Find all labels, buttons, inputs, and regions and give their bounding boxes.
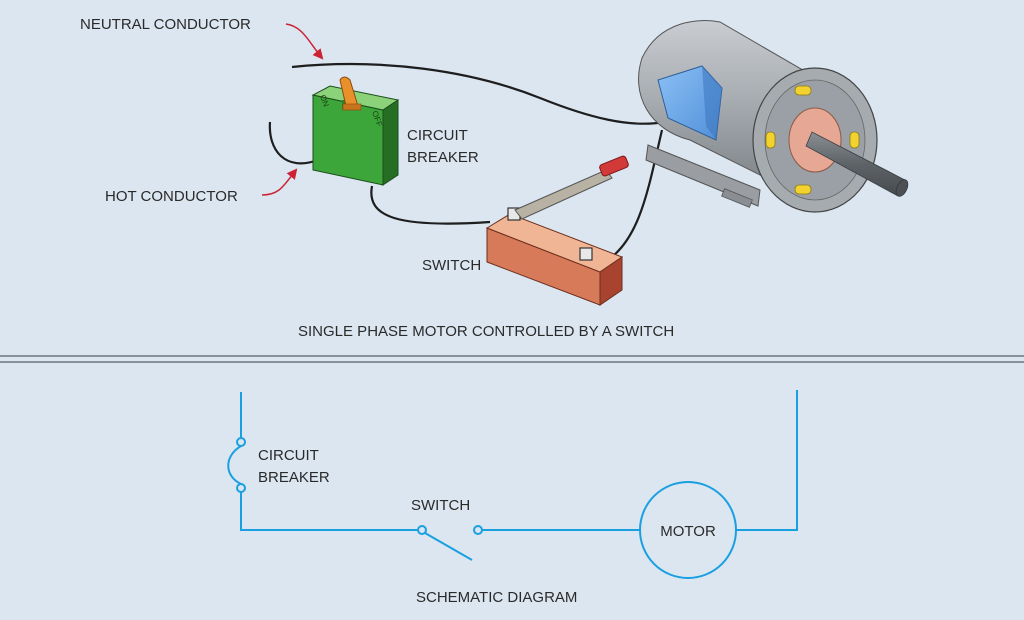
switch-blade-line — [424, 532, 473, 561]
schematic-caption: SCHEMATIC DIAGRAM — [416, 589, 577, 606]
breaker-toggle-lever — [339, 76, 359, 107]
switch-blade — [514, 169, 613, 220]
hot-label-arrow — [261, 168, 298, 196]
switch-contact-right — [473, 525, 483, 535]
motor-illustration — [638, 20, 909, 213]
switch-illustration — [485, 155, 629, 306]
switch-contact-left — [417, 525, 427, 535]
breaker-contact-bottom — [236, 483, 246, 493]
top-caption: SINGLE PHASE MOTOR CONTROLLED BY A SWITC… — [298, 323, 674, 340]
breaker-label-line2: BREAKER — [407, 149, 479, 166]
switch-label: SWITCH — [422, 257, 481, 274]
breaker-label-line1: CIRCUIT — [407, 127, 468, 144]
neutral-wire — [291, 63, 666, 125]
circuit-breaker-illustration: ON OFF — [311, 76, 400, 186]
breaker-contact-top — [236, 437, 246, 447]
neutral-conductor-label: NEUTRAL CONDUCTOR — [80, 16, 251, 33]
switch-handle — [599, 155, 629, 177]
breaker-arc — [227, 445, 242, 485]
schematic-diagram — [227, 390, 798, 579]
schematic-switch-label: SWITCH — [411, 497, 470, 514]
schematic-breaker-label-line2: BREAKER — [258, 469, 330, 486]
schematic-right-lead — [736, 390, 798, 531]
breaker-to-switch-wire — [370, 185, 491, 225]
breaker-on-mark: ON — [318, 94, 331, 109]
hot-wire — [268, 121, 319, 165]
schematic-breaker-label-line1: CIRCUIT — [258, 447, 319, 464]
motor-label: MOTOR — [660, 523, 716, 540]
hot-conductor-label: HOT CONDUCTOR — [105, 188, 238, 205]
schematic-bottom-left-wire — [240, 492, 418, 531]
neutral-label-arrow — [285, 23, 324, 60]
